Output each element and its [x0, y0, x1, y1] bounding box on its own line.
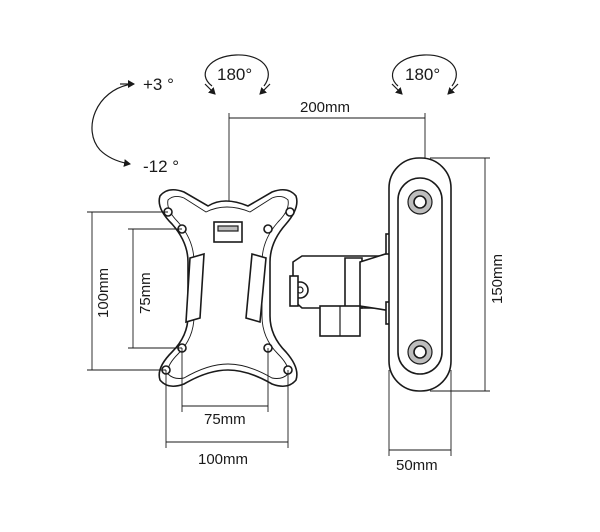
wall-plate-width-label: 50mm	[396, 457, 438, 474]
vesa-outer-vertical-label: 100mm	[95, 268, 112, 318]
swivel-left-label: 180°	[217, 65, 252, 84]
vesa-plate	[158, 188, 298, 388]
wall-plate	[388, 157, 452, 392]
vesa-horizontal-inner-dimension: 75mm	[181, 348, 269, 428]
tilt-up-label: +3 °	[143, 75, 174, 94]
vesa-inner-horizontal-label: 75mm	[204, 411, 246, 428]
arm-length-dimension: 200mm	[228, 99, 426, 203]
wall-plate-height-label: 150mm	[489, 254, 506, 304]
wall-plate-width-dimension: 50mm	[388, 370, 452, 474]
arm-length-label: 200mm	[300, 99, 350, 116]
tilt-indicator: +3 ° -12 °	[91, 75, 179, 176]
vesa-outer-horizontal-label: 100mm	[198, 451, 248, 468]
tilt-down-label: -12 °	[143, 157, 179, 176]
tilt-arrow	[91, 83, 133, 167]
wall-plate-height-dimension: 150mm	[430, 157, 506, 392]
swivel-indicator-right: 180°	[391, 54, 459, 95]
vesa-vertical-inner-dimension: 75mm	[128, 228, 182, 349]
vesa-vertical-outer-dimension: 100mm	[87, 211, 168, 371]
vesa-horizontal-outer-dimension: 100mm	[165, 370, 289, 468]
swivel-indicator-left: 180°	[204, 54, 271, 95]
swivel-right-label: 180°	[405, 65, 440, 84]
vesa-inner-vertical-label: 75mm	[137, 272, 154, 314]
